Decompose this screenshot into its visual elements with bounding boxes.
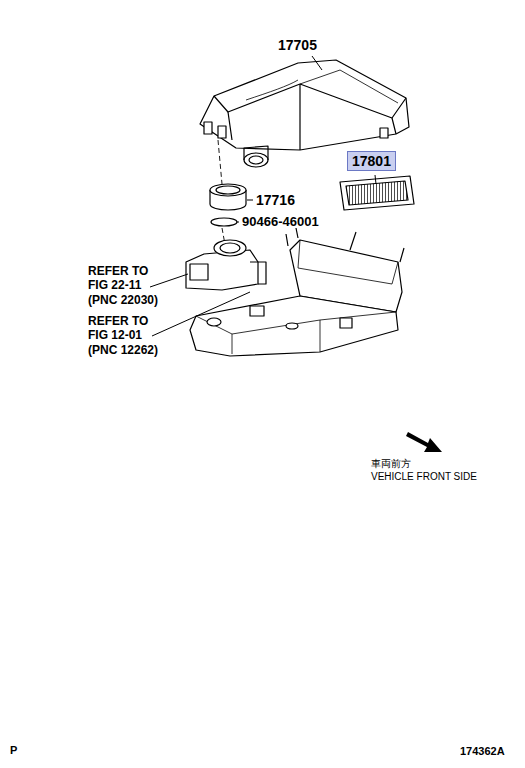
direction-label: 車両前方 <box>371 458 411 469</box>
reference-note: REFER TO FIG 22-11 (PNC 22030) <box>88 264 166 307</box>
part-number: 17801 <box>352 153 391 169</box>
part-number: 17716 <box>256 193 295 208</box>
reference-note: REFER TO FIG 12-01 (PNC 12262) <box>88 314 166 357</box>
air-flow-meter <box>186 240 266 290</box>
air-cleaner-case <box>190 228 404 356</box>
leader-lines <box>150 56 376 336</box>
direction-arrow <box>406 432 442 452</box>
air-filter-element <box>340 176 414 210</box>
part-number: 90466-46001 <box>242 215 319 229</box>
figure-number: 174362A <box>460 745 505 757</box>
highlight-box: 17801 <box>347 151 396 171</box>
part-number: 17705 <box>278 38 317 53</box>
clamp-ring <box>211 218 237 226</box>
page-mark: P <box>10 744 17 756</box>
direction-label: VEHICLE FRONT SIDE <box>371 471 477 482</box>
hose-ring <box>210 184 246 210</box>
